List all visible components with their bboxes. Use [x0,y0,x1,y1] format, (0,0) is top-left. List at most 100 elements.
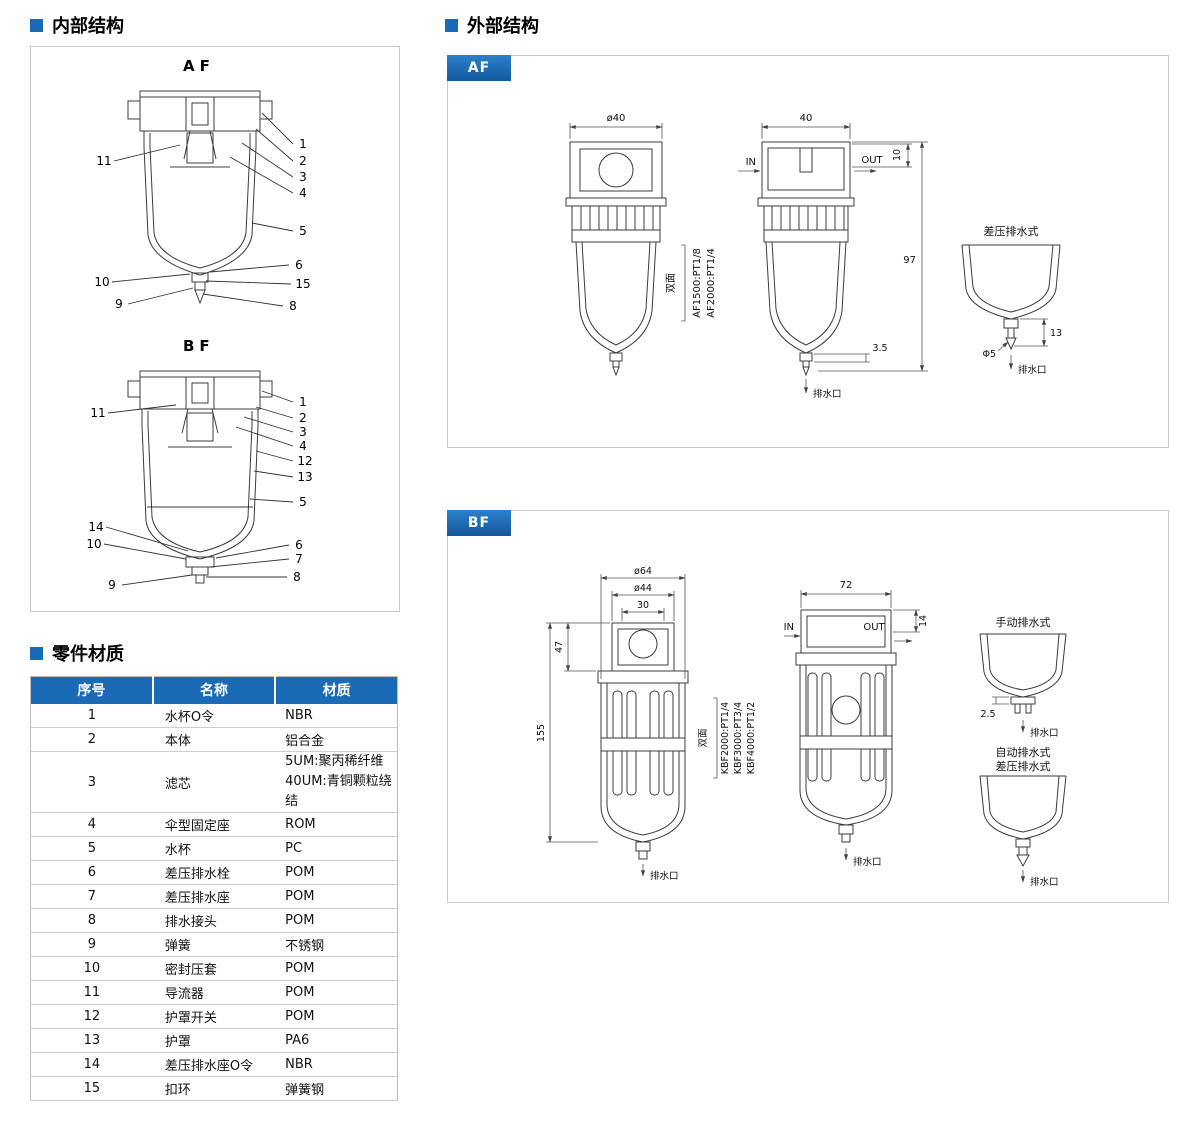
cell-material: PC [275,836,398,862]
af-drain-detail-dims [997,318,1048,370]
col-header-material: 材质 [274,676,398,704]
af-thread-note: 双面 AF1500:PT1/8 AF2000:PT1/4 [665,244,717,322]
cell-material: 5UM:聚丙稀纤维 40UM:青铜颗粒绕结 [275,751,398,814]
dim-af-drain-h: 3.5 [872,343,887,354]
af-drain-detail [961,244,1061,351]
col-header-name: 名称 [151,676,276,704]
cell-name: 排水接头 [152,908,276,934]
dim-bf-port-w: 30 [637,600,649,611]
bf-front-view [597,622,689,860]
callout-number: 5 [299,224,307,238]
cell-material: 不锈钢 [275,932,398,958]
af-front-view [565,141,667,377]
cell-material: 弹簧钢 [275,1076,398,1102]
section-title-external: 外部结构 [467,16,539,37]
callout-number: 3 [299,425,307,439]
callout-number: 9 [115,297,123,311]
label-out: OUT [863,622,885,633]
callout-number: 14 [88,520,103,534]
cell-no: 1 [30,703,153,728]
external-bf-box: BF [447,510,1169,903]
cell-name: 密封压套 [152,956,276,982]
dim-bf-od: ø64 [634,566,652,577]
callout-number: 7 [295,552,303,566]
table-row: 3 滤芯 5UM:聚丙稀纤维 40UM:青铜颗粒绕结 [30,751,398,814]
cell-no: 6 [30,860,153,886]
cell-material: POM [275,956,398,982]
material-line-1: 5UM:聚丙稀纤维 [285,754,384,769]
bf-diagram-label: BF [183,337,215,355]
note-kbf2000: KBF2000:PT1/4 [720,702,731,774]
dim-bf-port: 14 [918,615,929,627]
callout-number: 4 [299,186,307,200]
bf-manual-drain-dims [992,696,1026,733]
cell-material: POM [275,860,398,886]
table-header-row: 序号 名称 材质 [30,676,398,704]
cell-name: 水杯 [152,836,276,862]
dim-manual-drain: 2.5 [980,709,995,720]
dim-af-height: 97 [903,255,916,266]
cell-name: 差压排水栓 [152,860,276,886]
section-title-internal: 内部结构 [52,16,124,37]
af-tab: AF [447,55,511,81]
af-front-dimensions [569,123,663,139]
cell-name: 差压排水座O令 [152,1052,276,1078]
cell-name: 导流器 [152,980,276,1006]
bf-side-dimensions [784,590,920,861]
af-diagram-label: AF [183,57,215,75]
external-af-box: AF [447,55,1169,448]
dim-drain-dia: Φ5 [982,349,996,360]
note-af2000: AF2000:PT1/4 [706,248,717,318]
callout-number: 1 [299,137,307,151]
cell-no: 15 [30,1076,153,1102]
label-auto-drain-type: 自动排水式 [996,745,1051,759]
material-line-2: 40UM:青铜颗粒绕结 [285,774,392,810]
label-in: IN [746,157,756,168]
bf-tab: BF [447,510,511,536]
section-header-external: 外部结构 [445,12,539,38]
cell-no: 14 [30,1052,153,1078]
note-kbf3000: KBF3000:PT3/4 [733,702,744,774]
af-callout-leaders [111,112,294,307]
cell-name: 护罩开关 [152,1004,276,1030]
callout-number: 6 [295,258,303,272]
section-header-materials: 零件材质 [30,640,124,666]
cell-no: 2 [30,727,153,752]
cell-no: 10 [30,956,153,982]
cell-name: 滤芯 [152,751,276,814]
bf-external-drawing: ø64 ø44 30 47 155 排水口 双面 KBF2000:PT1/4 K… [536,566,1067,888]
dim-bf-total-h: 155 [536,724,547,742]
cell-no: 12 [30,1004,153,1030]
col-header-no: 序号 [30,676,153,704]
cell-name: 扣环 [152,1076,276,1102]
cell-no: 5 [30,836,153,862]
note-double-side: 双面 [665,273,677,293]
cell-material: POM [275,1004,398,1030]
af-external-drawing: ø40 双面 AF1500:PT1/8 AF2000:PT1/4 [565,113,1062,400]
cell-material: ROM [275,812,398,838]
label-diff-drain-type: 差压排水式 [996,759,1051,773]
label-drain-port: 排水口 [1030,727,1059,739]
cell-no: 3 [30,751,153,814]
section-bullet-icon [445,18,458,32]
dim-af-port: 10 [892,149,903,161]
dim-af-front-width: ø40 [607,113,626,124]
note-af1500: AF1500:PT1/8 [692,248,703,318]
dim-drain-length: 13 [1050,328,1062,339]
label-out: OUT [861,155,883,166]
dim-bf-side-width: 72 [840,580,853,591]
section-bullet-icon [30,646,43,660]
callout-number: 13 [297,470,312,484]
cell-name: 本体 [152,727,276,752]
note-double-side: 双面 [698,728,709,747]
cell-no: 7 [30,884,153,910]
